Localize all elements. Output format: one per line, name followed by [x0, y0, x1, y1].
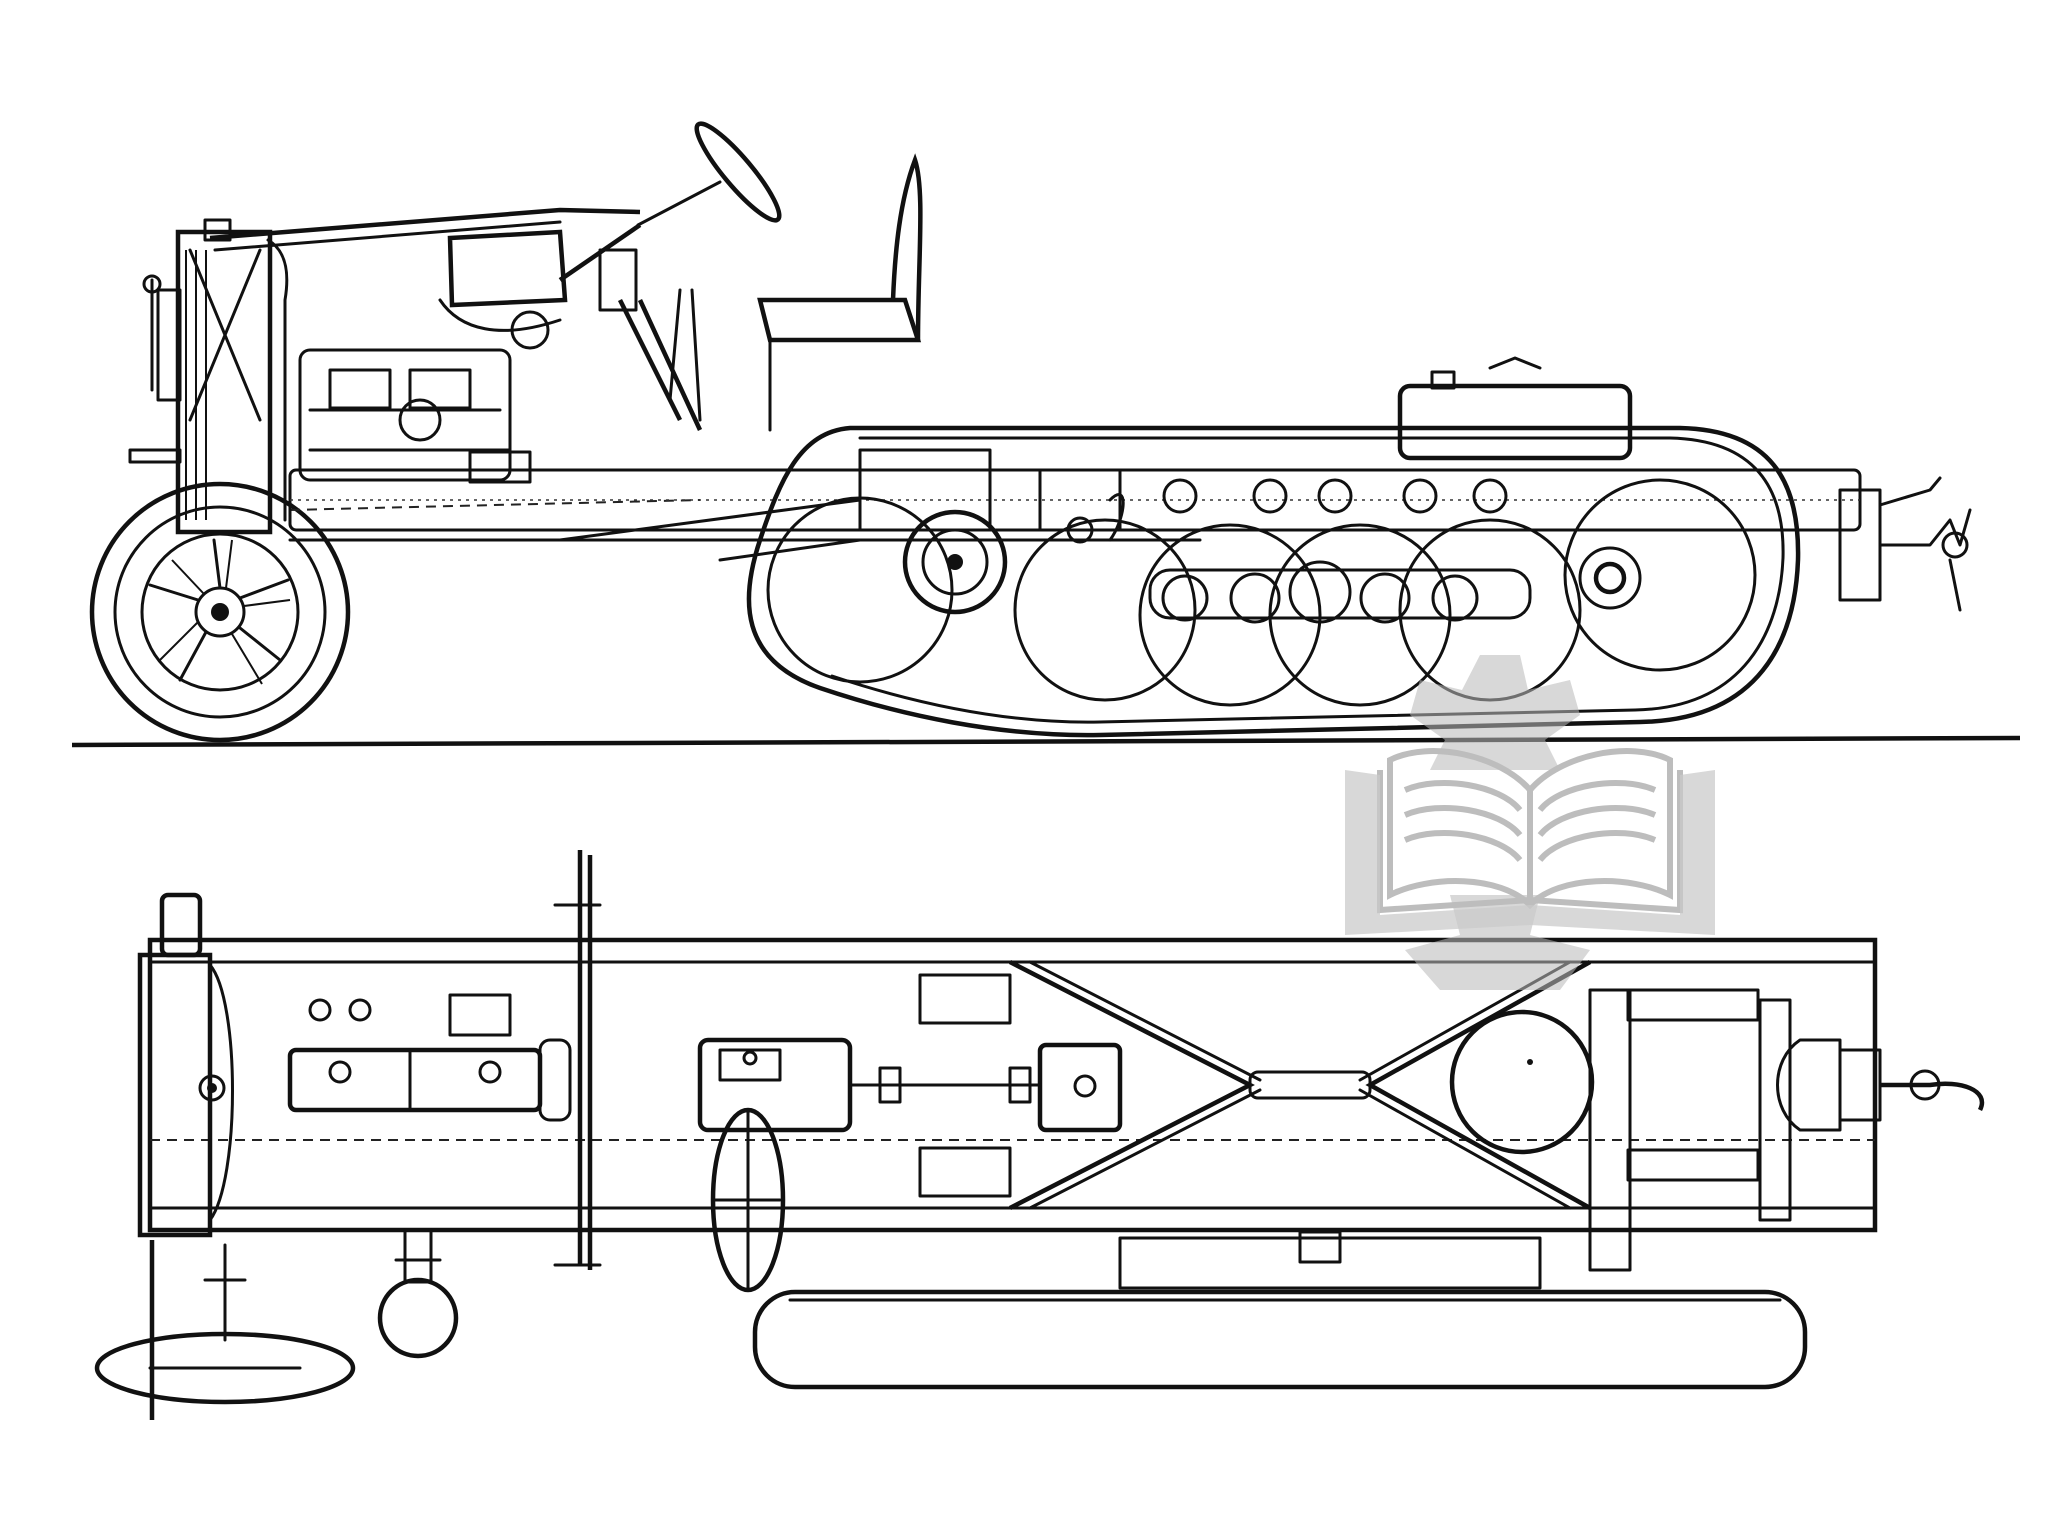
dash-and-steering [438, 121, 782, 431]
track-roadwheel [1013, 518, 1197, 702]
drive-sprocket [902, 509, 1008, 615]
track-roadwheel [1138, 523, 1322, 707]
plan-radiator [137, 892, 234, 1238]
rear-tow-hitch [1838, 476, 1972, 612]
seat [757, 153, 923, 432]
hood-frame [209, 207, 641, 522]
plan-front-wheel [94, 1240, 356, 1420]
x-cross-member [1008, 959, 1592, 1211]
return-rollers [1162, 478, 1508, 514]
transmission [558, 448, 1125, 562]
fuel-tank [1397, 356, 1633, 461]
radiator [128, 218, 273, 535]
engine [289, 310, 701, 511]
track-idler [1563, 478, 1757, 672]
plan-view [94, 850, 1985, 1420]
plan-engine [287, 993, 572, 1122]
front-wheel [89, 481, 351, 743]
plan-fuel-tank [1449, 1009, 1595, 1155]
ground-line [71, 735, 2021, 748]
plan-steering-wheel [710, 1107, 786, 1293]
plan-rear-axle [1588, 988, 1985, 1272]
side-elevation-view [71, 121, 2021, 748]
bogie-rollers [1148, 560, 1532, 624]
headlamp [377, 1228, 459, 1359]
plan-control-rods [553, 850, 602, 1270]
plan-gearbox [697, 973, 1123, 1198]
open-book-gear-icon [1345, 655, 1715, 990]
track-assembly [746, 425, 1801, 738]
plan-track [752, 1230, 1808, 1390]
